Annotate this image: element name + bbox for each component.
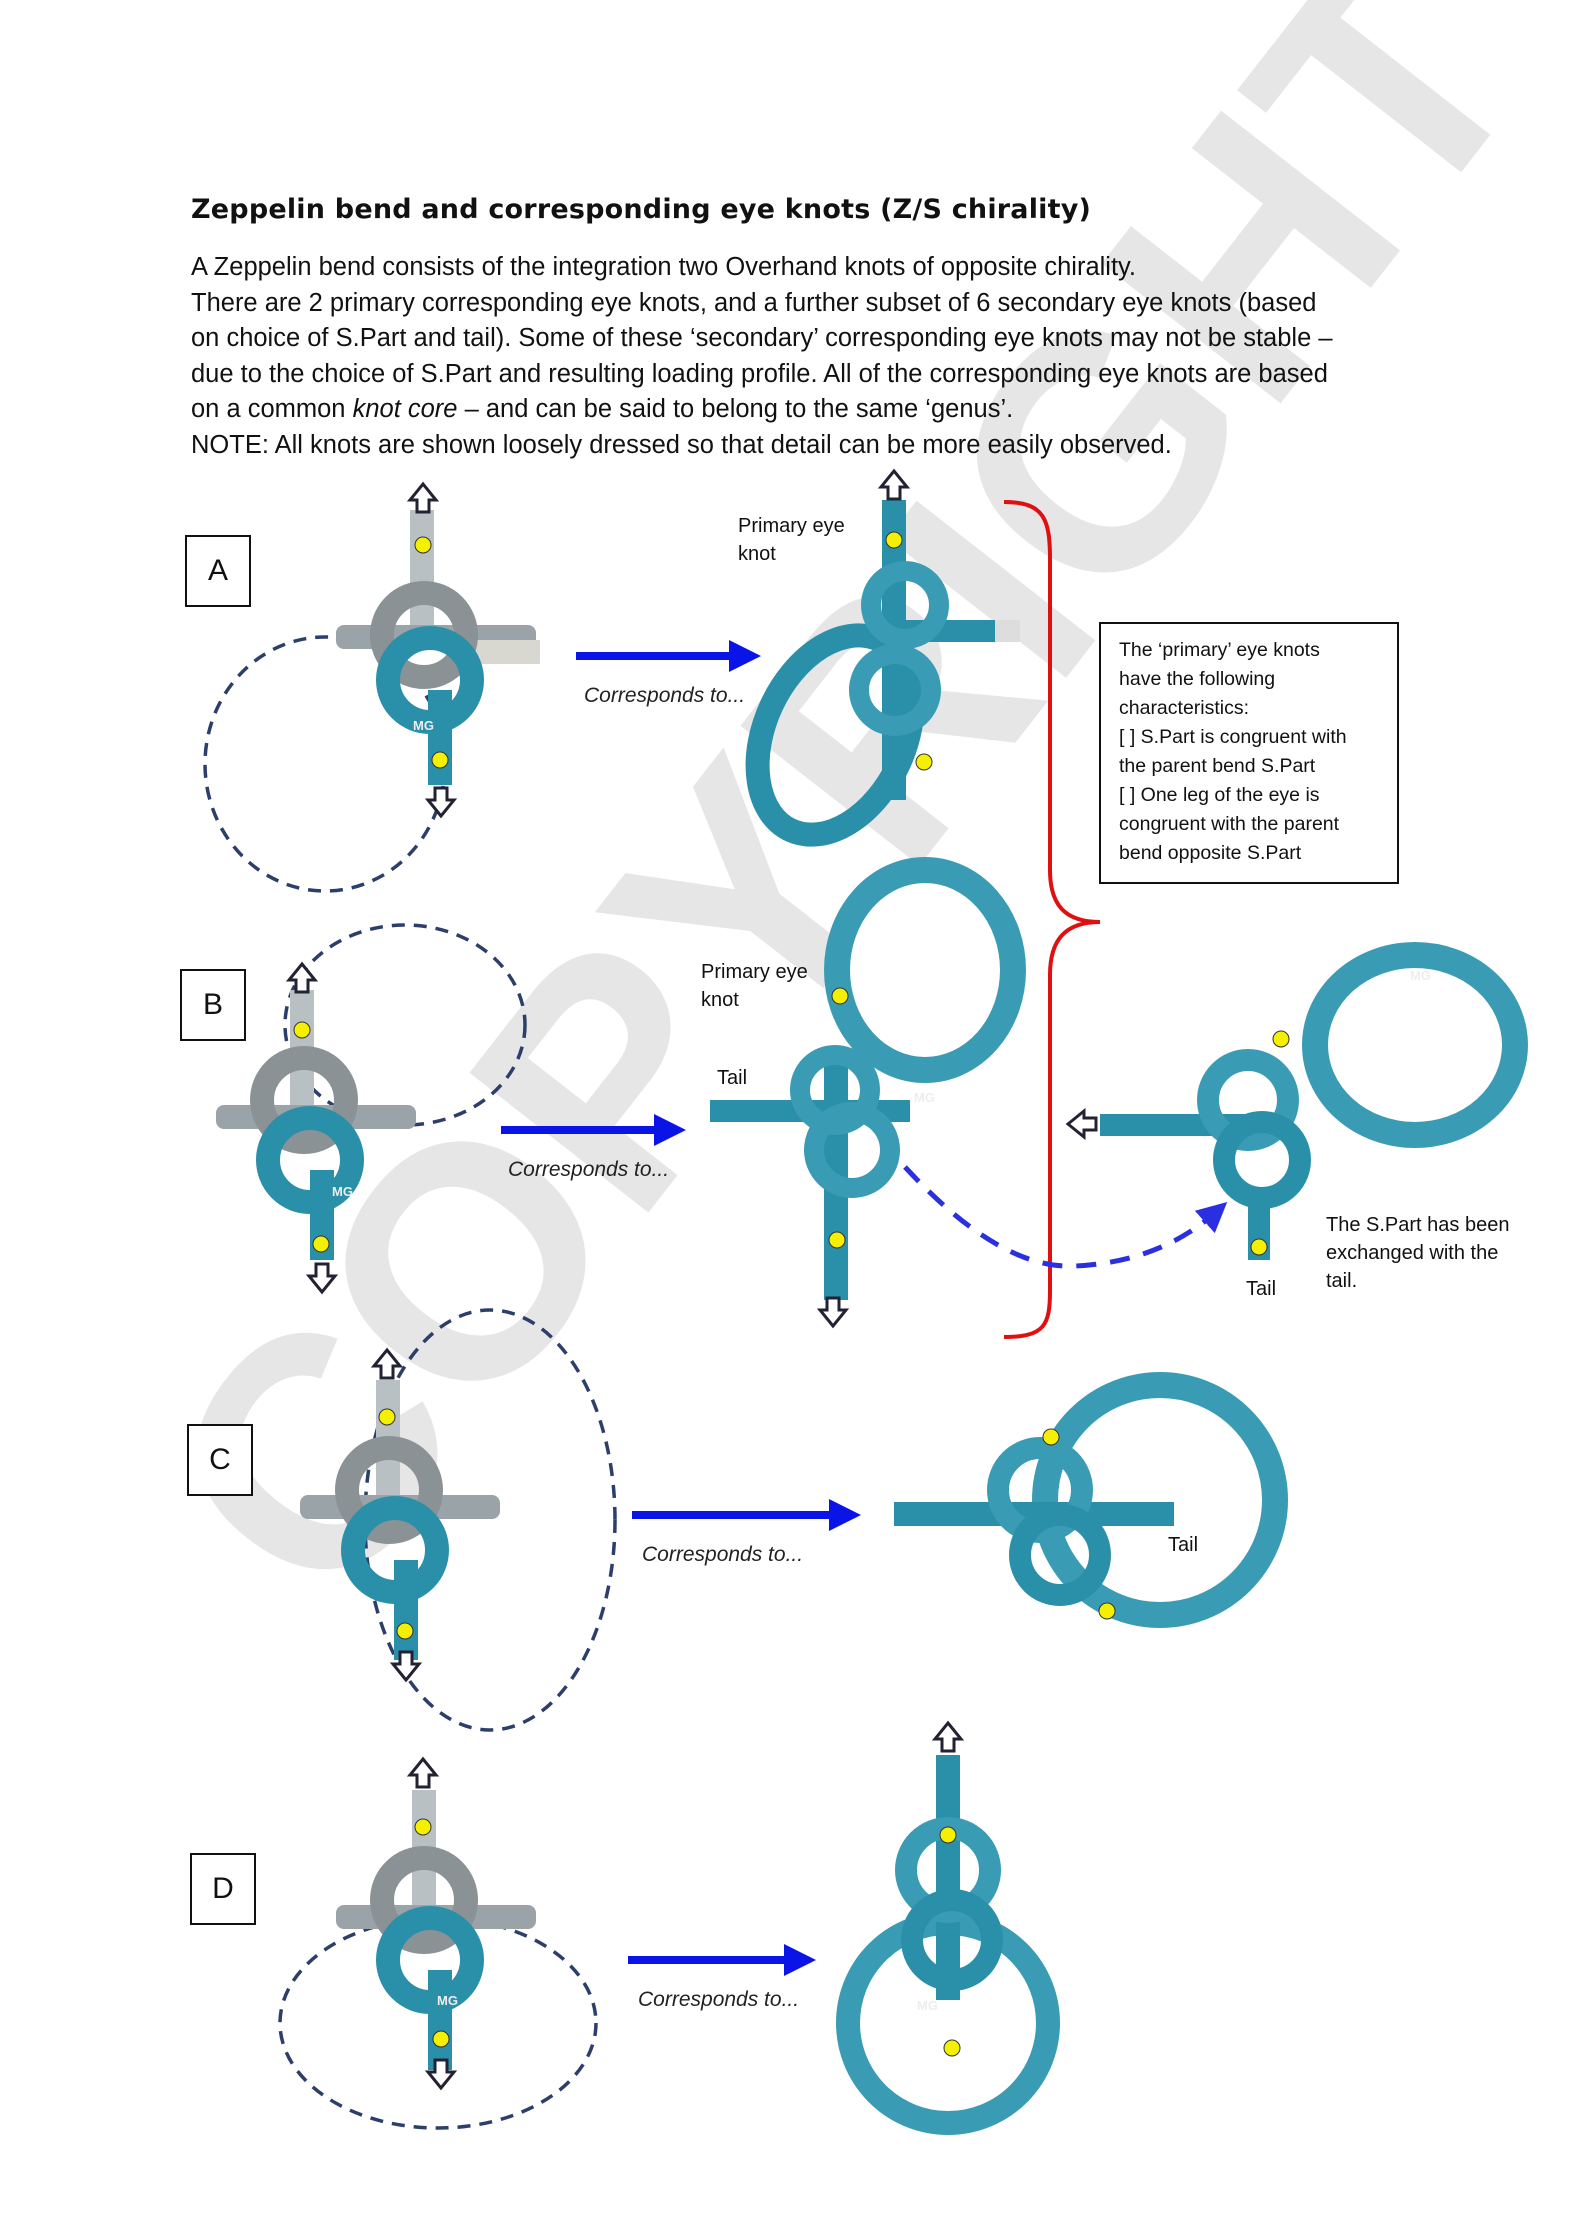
svg-text:MG: MG [914,1090,935,1105]
box-line: the parent bend S.Part [1119,755,1316,777]
label-line: knot [738,543,776,565]
intro-text-part: – and can be said to belong to the same … [457,395,1014,423]
label-line: Primary eye [738,515,845,537]
box-line: bend opposite S.Part [1119,842,1302,864]
tail-label-c: Tail [1168,1534,1199,1556]
intro-line: A Zeppelin bend consists of the integrat… [191,253,1136,281]
label-line: tail. [1326,1270,1358,1292]
box-line: characteristics: [1119,697,1250,719]
alt-eye-knot-b: MG [1066,942,1528,1260]
page-title: Zeppelin bend and corresponding eye knot… [191,194,1092,225]
label-line: The S.Part has been [1326,1214,1510,1236]
corresponds-label-a: Corresponds to... [584,684,746,707]
eye-knot-b: MG [710,857,1026,1328]
intro-line: on choice of S.Part and tail). Some of t… [191,324,1333,352]
intro-emphasis: knot core [352,395,458,423]
primary-eye-label-b: Primary eye knot [701,958,808,1014]
box-line: [ ] One leg of the eye is [1119,784,1320,806]
panel-label-b: B [180,969,246,1041]
box-line: have the following [1119,668,1276,690]
bend-b: MG [216,923,527,1294]
intro-line: There are 2 primary corresponding eye kn… [191,288,1317,317]
eye-knot-c [894,1372,1288,1628]
bend-d: MG [278,1757,598,2130]
intro-text: A Zeppelin bend consists of the integrat… [191,250,1431,463]
corresponds-label-c: Corresponds to... [642,1543,804,1566]
panel-label-a: A [185,535,251,607]
svg-text:MG: MG [413,718,434,733]
primary-bracket [1003,500,1101,1339]
corresponds-label-d: Corresponds to... [638,1988,800,2011]
intro-line: due to the choice of S.Part and resultin… [191,359,1328,388]
svg-text:MG: MG [437,1993,458,2008]
label-line: knot [701,989,739,1011]
box-line: [ ] S.Part is congruent with [1119,726,1347,748]
svg-text:MG: MG [332,1184,353,1199]
panel-label-d: D [190,1853,256,1925]
characteristics-box: The ‘primary’ eye knots have the followi… [1099,622,1399,884]
svg-text:MG: MG [917,1998,938,2013]
corresponds-label-b: Corresponds to... [508,1158,670,1181]
box-line: The ‘primary’ eye knots [1119,639,1320,661]
label-line: Primary eye [701,961,808,983]
eye-knot-d: MG [836,1721,1060,2135]
tail-label-b: Tail [717,1067,748,1089]
tail-label-b-alt: Tail [1246,1278,1277,1300]
box-line: congruent with the parent [1119,813,1340,835]
primary-eye-label-a: Primary eye knot [738,512,845,568]
bend-c [300,1308,617,1732]
label-line: exchanged with the [1326,1242,1499,1264]
eye-knot-a [745,469,1020,847]
intro-line: on a common knot core – and can be said … [191,392,1431,428]
intro-note: NOTE: All knots are shown loosely dresse… [191,430,1172,459]
panel-label-c: C [187,1424,253,1496]
intro-text-part: on a common [191,395,353,423]
svg-text:MG: MG [1410,968,1431,983]
exchange-dashed-arrow [903,1165,1228,1269]
bend-a: MG [203,482,540,893]
exchanged-note: The S.Part has been exchanged with the t… [1326,1211,1509,1295]
